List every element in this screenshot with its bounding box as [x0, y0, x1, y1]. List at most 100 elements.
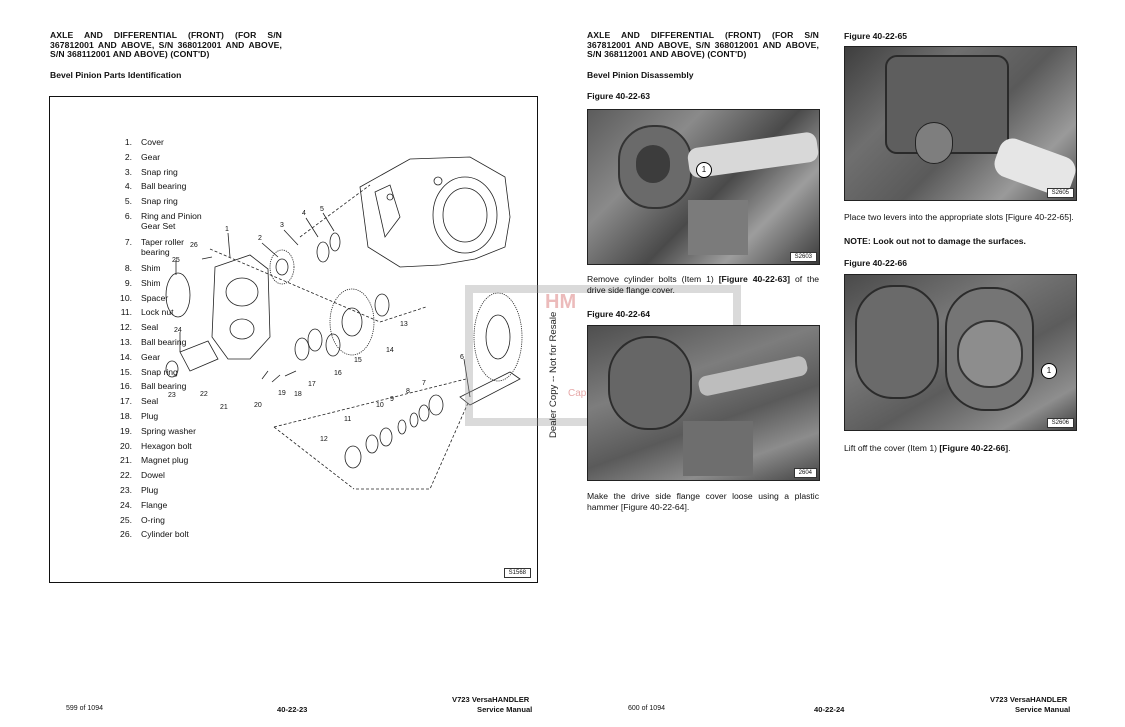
figure-63-code: S2603	[789, 252, 817, 262]
part-label: Snap ring	[141, 166, 178, 177]
part-number: 17.	[120, 396, 132, 407]
parts-list-item: 1. Cover	[110, 137, 215, 152]
svg-text:6: 6	[460, 354, 464, 361]
part-number: 4.	[124, 181, 132, 192]
part-number: 6.	[124, 210, 132, 221]
part-number: 8.	[124, 262, 132, 273]
parts-list-item: 24.Flange	[110, 500, 215, 515]
svg-text:1: 1	[225, 226, 229, 233]
parts-list-item: 21.Magnet plug	[110, 455, 215, 470]
part-number: 1.	[124, 137, 132, 147]
figure-64-title: Figure 40-22-64	[587, 309, 651, 319]
part-label: Cover	[141, 137, 164, 147]
callout-1: 1	[1041, 363, 1057, 379]
parts-list-item: 18. Plug	[110, 411, 215, 426]
part-number: 15.	[120, 366, 132, 377]
part-label: Ball bearing	[141, 181, 187, 192]
part-label: Snap ring	[141, 366, 178, 377]
part-number: 9.	[124, 277, 132, 288]
right-footer-manual: Service Manual	[1015, 705, 1071, 714]
part-label: Spacer	[141, 292, 169, 303]
svg-text:20: 20	[254, 402, 262, 409]
svg-text:4: 4	[302, 210, 306, 217]
part-label: Dowel	[141, 470, 165, 481]
parts-list-item: 26.Cylinder bolt	[110, 529, 215, 544]
right-page-heading: AXLE AND DIFFERENTIAL (FRONT) (FOR S/N 3…	[587, 30, 819, 60]
parts-list-item: 20.Hexagon bolt	[110, 441, 215, 456]
parts-list-item: 9. Shim	[110, 278, 215, 293]
parts-list-item: 23.Plug	[110, 485, 215, 500]
parts-list-item: 17. Seal	[110, 396, 215, 411]
parts-list-item: 5.Snap ring	[110, 196, 215, 211]
svg-text:21: 21	[220, 404, 228, 411]
part-label: Cylinder bolt	[141, 529, 189, 540]
figure-64-code: 2604	[793, 468, 817, 478]
svg-text:11: 11	[344, 416, 351, 423]
svg-text:26: 26	[190, 242, 198, 249]
parts-list-item: 22. Dowel	[110, 470, 215, 485]
parts-list-item: 2.Gear	[110, 152, 215, 167]
parts-list-item: 6. Ring and Pinion Gear Set	[110, 211, 215, 237]
part-label: Seal	[141, 396, 159, 407]
right-footer-page-of: 600 of 1094	[628, 705, 665, 712]
left-page-heading: AXLE AND DIFFERENTIAL (FRONT) (FOR S/N 3…	[50, 30, 282, 60]
svg-text:25: 25	[172, 257, 180, 264]
figure-64-photo: 2604	[587, 325, 820, 481]
part-number: 12.	[120, 322, 132, 333]
svg-text:5: 5	[320, 206, 324, 213]
figure-65-code: S2605	[1046, 188, 1074, 198]
parts-list-item: 12.Seal	[110, 322, 215, 337]
svg-text:2: 2	[258, 235, 262, 242]
part-number: 19.	[120, 425, 132, 436]
part-label: Gear	[141, 351, 161, 362]
parts-list-item: 11.Lock nut	[110, 307, 215, 322]
figure-66-photo: 1 S2606	[844, 274, 1077, 431]
figure-63-title: Figure 40-22-63	[587, 91, 651, 101]
svg-text:13: 13	[400, 321, 408, 328]
part-number: 22.	[120, 470, 132, 481]
left-page-subheading: Bevel Pinion Parts Identification	[50, 70, 182, 80]
svg-text:17: 17	[308, 381, 316, 388]
parts-list-item: 15. Snap ring	[110, 367, 215, 382]
svg-text:10: 10	[376, 402, 384, 409]
note-text: NOTE: Look out not to damage the surface…	[844, 236, 1026, 246]
left-footer-manual: Service Manual	[477, 705, 533, 714]
right-page-subheading: Bevel Pinion Disassembly	[587, 70, 694, 80]
figure-66-title: Figure 40-22-66	[844, 258, 908, 268]
watermark-brand: HM	[545, 291, 577, 313]
parts-list-item: 3.Snap ring	[110, 167, 215, 182]
part-number: 13.	[120, 336, 132, 347]
part-label: Shim	[141, 277, 161, 288]
svg-text:14: 14	[386, 347, 394, 354]
part-label: Ring and Pinion Gear Set	[141, 210, 202, 231]
left-footer-page-num: 40-22-23	[277, 705, 308, 714]
parts-list-item: 16.Ball bearing	[110, 381, 215, 396]
svg-text:7: 7	[422, 380, 426, 387]
figure-65-photo: S2605	[844, 46, 1077, 201]
figure-66-code: S2606	[1046, 418, 1074, 428]
part-number: 21.	[120, 455, 132, 466]
parts-list-item: 8. Shim	[110, 263, 215, 278]
part-label: Lock nut	[141, 307, 174, 318]
svg-text:12: 12	[320, 436, 328, 443]
part-label: Plug	[141, 410, 159, 421]
text-figure-65: Place two levers into the appropriate sl…	[844, 212, 1074, 222]
part-label: Spring washer	[141, 425, 196, 436]
parts-list-item: 4. Ball bearing	[110, 181, 215, 196]
svg-text:15: 15	[354, 357, 362, 364]
part-label: Plug	[141, 484, 159, 495]
part-number: 2.	[124, 151, 132, 162]
svg-text:24: 24	[174, 327, 182, 334]
parts-list-item: 10.Spacer	[110, 293, 215, 308]
part-label: Shim	[141, 262, 161, 273]
svg-text:18: 18	[294, 391, 302, 398]
part-number: 5.	[124, 196, 132, 207]
part-number: 18.	[120, 410, 132, 421]
parts-list-item: 7.Taper roller bearing	[110, 237, 215, 263]
right-footer-page-num: 40-22-24	[814, 705, 845, 714]
right-footer-model: V723 VersaHANDLER	[990, 695, 1068, 704]
svg-text:16: 16	[334, 370, 342, 377]
part-label: Flange	[141, 499, 168, 510]
part-number: 20.	[120, 440, 132, 451]
part-number: 14.	[120, 351, 132, 362]
